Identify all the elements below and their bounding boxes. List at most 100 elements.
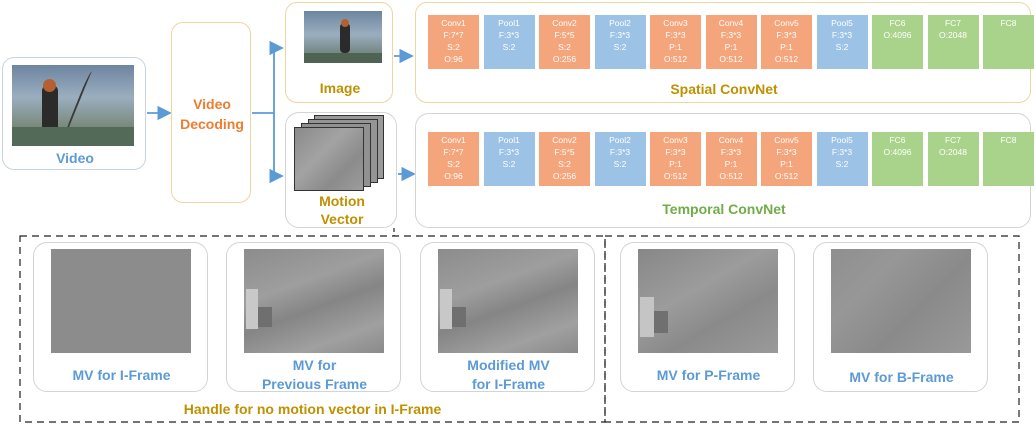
spatial-layer-conv4-line: Conv4 [718, 18, 744, 28]
temporal-layer-conv3-line: Conv3 [663, 135, 688, 145]
decoding-panel: Video Decoding [171, 22, 251, 203]
bframe-mv-image [831, 249, 971, 353]
spatial-layer-conv5-line: F:3*3 [776, 30, 797, 40]
temporal-layer-conv4-line: F:3*3 [720, 147, 742, 157]
bframe-mv-panel: MV for B-Frame [813, 242, 988, 392]
temporal-layer-conv1-line: Conv1 [441, 135, 466, 145]
spatial-layer-pool5-line: F:3*3 [831, 30, 853, 40]
spatial-layer-pool1-line: F:3*3 [498, 30, 520, 40]
spatial-layer-conv3-line: F:3*3 [665, 30, 686, 40]
spatial-layer-pool5-line: Pool5 [831, 18, 853, 28]
modified-mv-caption-line2: for I-Frame [471, 376, 546, 392]
spatial-layer-conv2-line: F:5*5 [554, 30, 575, 40]
spatial-layer-conv1-line: Conv1 [441, 18, 466, 28]
temporal-layer-conv4-line: O:512 [719, 171, 743, 181]
temporal-layer-conv2-line: S:2 [558, 159, 571, 169]
frame-type-dashed-box [604, 235, 1020, 423]
image-panel: Image [285, 2, 393, 103]
image-thumbnail [304, 11, 382, 63]
pframe-mv-panel: MV for P-Frame [620, 242, 795, 392]
temporal-layer-pool1-line: F:3*3 [498, 147, 520, 157]
spatial-layer-conv5-line: P:1 [780, 42, 793, 52]
arrow-decoding-branch [252, 40, 284, 114]
temporal-layer-pool1-line: Pool1 [498, 135, 520, 145]
spatial-layer-conv3-line: Conv3 [663, 18, 688, 28]
spatial-layer-fc6-line: FC6 [889, 18, 906, 28]
spatial-layer-conv5-line: O:512 [774, 54, 799, 64]
iframe-mv-caption: MV for I-Frame [72, 367, 171, 383]
temporal-layer-conv3-line: F:3*3 [665, 147, 686, 157]
temporal-layer-conv5-line: P:1 [780, 159, 793, 169]
image-label: Image [319, 80, 361, 96]
motion-label-line2: Vector [320, 211, 364, 227]
temporal-layer-pool5-line: S:2 [835, 159, 849, 169]
temporal-layer-fc7-line: FC7 [944, 135, 962, 145]
temporal-layer-pool5-line: Pool5 [831, 135, 853, 145]
spatial-layer-pool2-line: S:2 [613, 42, 627, 52]
spatial-layer-conv1-line: S:2 [447, 42, 460, 52]
pframe-mv-image [638, 249, 778, 353]
decoding-label-line2: Decoding [180, 116, 244, 132]
motion-panel: Motion Vector [285, 112, 397, 228]
spatial-layer-pool1-line: S:2 [502, 42, 516, 52]
iframe-mv-panel: MV for I-Frame [33, 242, 208, 392]
spatial-convnet-title: Spatial ConvNet [670, 81, 778, 97]
spatial-layer-conv1-line: F:7*7 [443, 30, 464, 40]
temporal-layer-fc8-line: FC8 [1000, 135, 1017, 145]
temporal-layer-conv5-line: O:512 [774, 171, 799, 181]
spatial-layer-conv1-line: O:96 [444, 54, 463, 64]
video-label: Video [56, 150, 94, 166]
spatial-layer-conv4-line: F:3*3 [720, 30, 742, 40]
temporal-layer-conv5-line: F:3*3 [776, 147, 797, 157]
previous-frame-caption-line1: MV for [292, 357, 337, 373]
previous-frame-mv-image [244, 249, 384, 353]
temporal-layer-pool1-line: S:2 [502, 159, 516, 169]
spatial-layer-fc6-line: O:4096 [883, 30, 912, 40]
temporal-layer-conv3-line: O:512 [663, 171, 688, 181]
video-thumbnail [12, 65, 134, 146]
temporal-layer-fc6-line: FC6 [889, 135, 906, 145]
decoding-label-line1: Video [193, 96, 231, 112]
spatial-layer-conv3-line: O:512 [663, 54, 688, 64]
temporal-convnet-title: Temporal ConvNet [662, 201, 786, 217]
modified-mv-image [438, 249, 578, 353]
motion-label-line1: Motion [319, 193, 365, 209]
previous-frame-caption-line2: Previous Frame [261, 376, 368, 392]
spatial-layer-conv4-line: O:512 [719, 54, 743, 64]
temporal-layer-pool2-line: S:2 [613, 159, 627, 169]
spatial-layer-conv4-line: P:1 [724, 42, 738, 52]
temporal-layer-conv1-line: S:2 [447, 159, 460, 169]
spatial-layer-pool2-line: F:3*3 [609, 30, 631, 40]
spatial-layer-fc7-line: FC7 [944, 18, 962, 28]
temporal-layer-conv1-line: O:96 [444, 171, 463, 181]
spatial-layer-fc7-line: O:2048 [939, 30, 967, 40]
temporal-layer-conv1-line: F:7*7 [443, 147, 464, 157]
modified-mv-panel: Modified MV for I-Frame [420, 242, 595, 392]
temporal-layer-conv2-line: F:5*5 [554, 147, 575, 157]
spatial-layer-conv5-line: Conv5 [774, 18, 799, 28]
temporal-layer-fc8: FC8 [983, 132, 1034, 186]
pframe-mv-caption: MV for P-Frame [656, 367, 761, 383]
arrow-decoding-branch-lower [269, 113, 284, 184]
spatial-layer-pool2-line: Pool2 [609, 18, 631, 28]
temporal-layer-pool2-line: Pool2 [609, 135, 631, 145]
spatial-layer-conv2-line: O:256 [552, 54, 577, 64]
spatial-layer-conv2-line: Conv2 [552, 18, 577, 28]
temporal-layer-conv4-line: P:1 [724, 159, 738, 169]
spatial-layer-pool5-line: S:2 [835, 42, 849, 52]
